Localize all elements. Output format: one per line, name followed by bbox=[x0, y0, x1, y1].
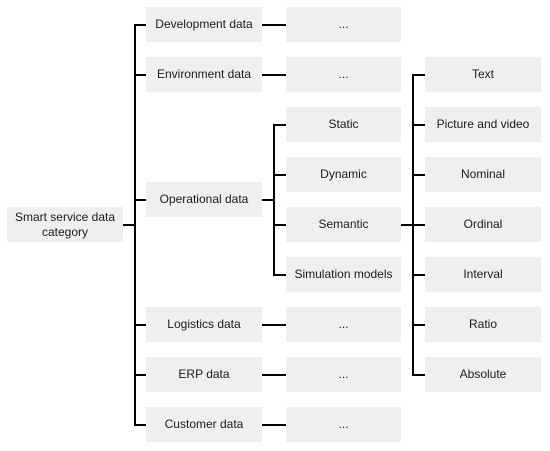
connector-cat-operational bbox=[134, 199, 146, 201]
connector-environment-child bbox=[262, 74, 286, 76]
connector-scale-absolute bbox=[412, 374, 425, 376]
connector-scale-text bbox=[412, 74, 425, 76]
category-development-data: Development data bbox=[146, 7, 262, 42]
connector-sub-semantic bbox=[273, 224, 286, 226]
subtype-simulation-models: Simulation models bbox=[286, 257, 401, 292]
connector-trunk-main bbox=[134, 24, 136, 425]
connector-sub-dynamic bbox=[273, 174, 286, 176]
subtype-dynamic: Dynamic bbox=[286, 157, 401, 192]
connector-development-child bbox=[262, 24, 286, 26]
connector-logistics-child bbox=[262, 324, 286, 326]
connector-cat-development bbox=[134, 24, 146, 26]
scale-text: Text bbox=[425, 57, 541, 92]
category-operational-data: Operational data bbox=[146, 182, 262, 217]
connector-trunk-operational bbox=[273, 124, 275, 275]
scale-interval: Interval bbox=[425, 257, 541, 292]
category-logistics-data: Logistics data bbox=[146, 307, 262, 342]
connector-scale-ratio bbox=[412, 324, 425, 326]
connector-scale-ordinal bbox=[412, 224, 425, 226]
environment-placeholder: ... bbox=[286, 57, 401, 92]
connector-cat-environment bbox=[134, 74, 146, 76]
customer-placeholder: ... bbox=[286, 407, 401, 442]
scale-picture-and-video: Picture and video bbox=[425, 107, 541, 142]
connector-scale-interval bbox=[412, 274, 425, 276]
scale-ratio: Ratio bbox=[425, 307, 541, 342]
category-environment-data: Environment data bbox=[146, 57, 262, 92]
connector-cat-logistics bbox=[134, 324, 146, 326]
connector-erp-child bbox=[262, 374, 286, 376]
connector-semantic bbox=[401, 224, 413, 226]
scale-nominal: Nominal bbox=[425, 157, 541, 192]
development-placeholder: ... bbox=[286, 7, 401, 42]
scale-ordinal: Ordinal bbox=[425, 207, 541, 242]
connector-scale-nominal bbox=[412, 174, 425, 176]
logistics-placeholder: ... bbox=[286, 307, 401, 342]
subtype-static: Static bbox=[286, 107, 401, 142]
erp-placeholder: ... bbox=[286, 357, 401, 392]
root-node: Smart service data category bbox=[7, 207, 123, 242]
connector-operational bbox=[262, 199, 274, 201]
connector-scale-picture bbox=[412, 124, 425, 126]
connector-root bbox=[123, 224, 135, 226]
connector-sub-simulation bbox=[273, 274, 286, 276]
subtype-semantic: Semantic bbox=[286, 207, 401, 242]
connector-cat-customer bbox=[134, 424, 146, 426]
category-customer-data: Customer data bbox=[146, 407, 262, 442]
connector-customer-child bbox=[262, 424, 286, 426]
scale-absolute: Absolute bbox=[425, 357, 541, 392]
category-erp-data: ERP data bbox=[146, 357, 262, 392]
connector-cat-erp bbox=[134, 374, 146, 376]
connector-sub-static bbox=[273, 124, 286, 126]
